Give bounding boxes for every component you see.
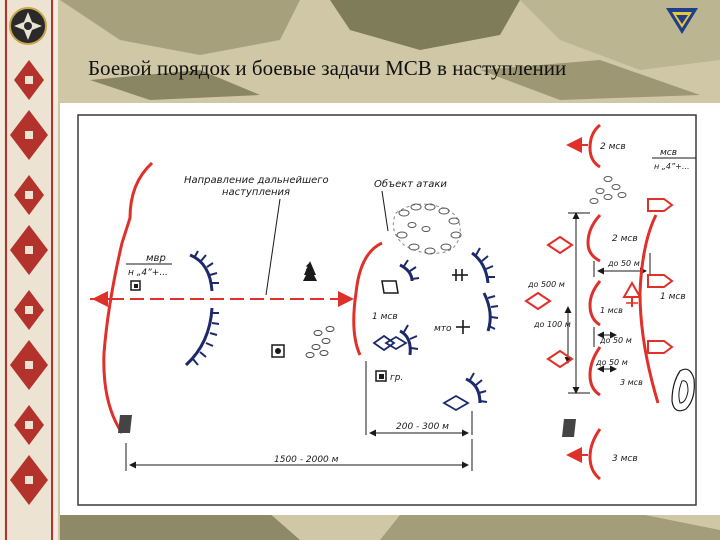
friendly-vehicle-diamond-2	[524, 291, 552, 311]
friendly-front-2msv	[586, 213, 602, 263]
label-3msv-bottom: 3 мсв	[612, 454, 638, 464]
attack-object-pointer	[381, 190, 389, 232]
label-do-50-top: до 50 м	[607, 259, 640, 268]
label-dist-200-300: 200 - 300 м	[396, 422, 449, 432]
direction-pointer	[265, 198, 281, 296]
shield-emblem-icon	[666, 8, 698, 34]
friendly-post-triangle	[622, 280, 642, 298]
label-1msv-right-outer: 1 мсв	[660, 292, 686, 302]
enemy-position-2	[184, 307, 214, 367]
label-3msv-right: 3 мсв	[620, 378, 643, 387]
label-do-50-lower: до 50 м	[595, 358, 628, 367]
artillery-icon-left	[118, 415, 132, 433]
tank-icon-top	[647, 198, 674, 212]
attack-object-dots	[396, 203, 462, 255]
label-gr: гр.	[390, 373, 403, 383]
friendly-front-3msv-right	[588, 346, 602, 397]
label-do-100: до 100 м	[533, 320, 571, 329]
slide-title: Боевой порядок и боевые задачи МСВ в нас…	[88, 56, 567, 80]
label-mvr: мвр	[146, 253, 166, 264]
battle-order-diagram: мвр н „4”+... ⯭ Направление дальнейшего …	[60, 103, 720, 515]
diagram-frame	[77, 114, 697, 506]
enemy-post-center	[381, 280, 399, 294]
enemy-position-7	[465, 377, 482, 404]
diagram-canvas: мвр н „4”+... ⯭ Направление дальнейшего …	[77, 114, 697, 506]
friendly-front-center	[352, 241, 383, 356]
mto-cross-icon	[456, 320, 470, 334]
enemy-position-5	[471, 251, 490, 284]
enemy-position-1	[189, 253, 214, 292]
friendly-front-1msv-outer	[638, 214, 660, 404]
obstacle-dots-left	[305, 326, 335, 358]
enemy-gun-icon	[452, 269, 468, 281]
friendly-front-left	[102, 161, 154, 434]
ornament-band	[0, 0, 58, 540]
label-do-500: до 500 м	[527, 280, 565, 289]
friendly-vehicle-diamond-1	[546, 235, 574, 255]
tank-icon-mid	[647, 274, 674, 288]
label-msv-right: мсв	[660, 148, 677, 158]
label-dist-1500-2000: 1500 - 2000 м	[274, 455, 339, 465]
enemy-vehicle-diamond-1	[384, 335, 408, 351]
label-1msv-right-inner: 1 мсв	[600, 306, 623, 315]
label-do-50-bottom: до 50 м	[599, 336, 632, 345]
obstacle-dots-right	[589, 176, 627, 204]
label-msv-right-sub: н „4”+...	[654, 162, 689, 171]
terrain-contour	[671, 368, 695, 412]
label-direction-1: Направление дальнейшего	[184, 175, 329, 186]
friendly-front-2msv-top	[588, 123, 601, 169]
enemy-vehicle-diamond-2	[442, 394, 470, 412]
enemy-position-3	[399, 263, 414, 282]
enemy-position-4	[399, 329, 412, 356]
artillery-icon-right	[562, 419, 576, 437]
friendly-front-1msv-inner	[588, 280, 602, 327]
label-attack-object: Объект атаки	[374, 178, 447, 190]
attack-object-area	[392, 203, 461, 254]
label-2msv-top: 2 мсв	[600, 142, 626, 152]
enemy-position-6	[482, 292, 492, 332]
enemy-vehicle-diamond-center	[372, 334, 396, 352]
label-mto: мто	[434, 324, 452, 334]
tree-shape	[303, 261, 317, 281]
military-emblem-icon	[9, 7, 47, 45]
friendly-front-3msv-bottom	[588, 428, 602, 481]
label-direction-2: наступления	[222, 187, 290, 198]
tank-icon-low	[647, 340, 674, 354]
friendly-vehicle-diamond-3	[546, 349, 574, 369]
label-mvr-sub: н „4”+...	[128, 268, 168, 278]
label-2msv-right: 2 мсв	[612, 234, 638, 244]
label-1msv-center: 1 мсв	[372, 312, 398, 322]
